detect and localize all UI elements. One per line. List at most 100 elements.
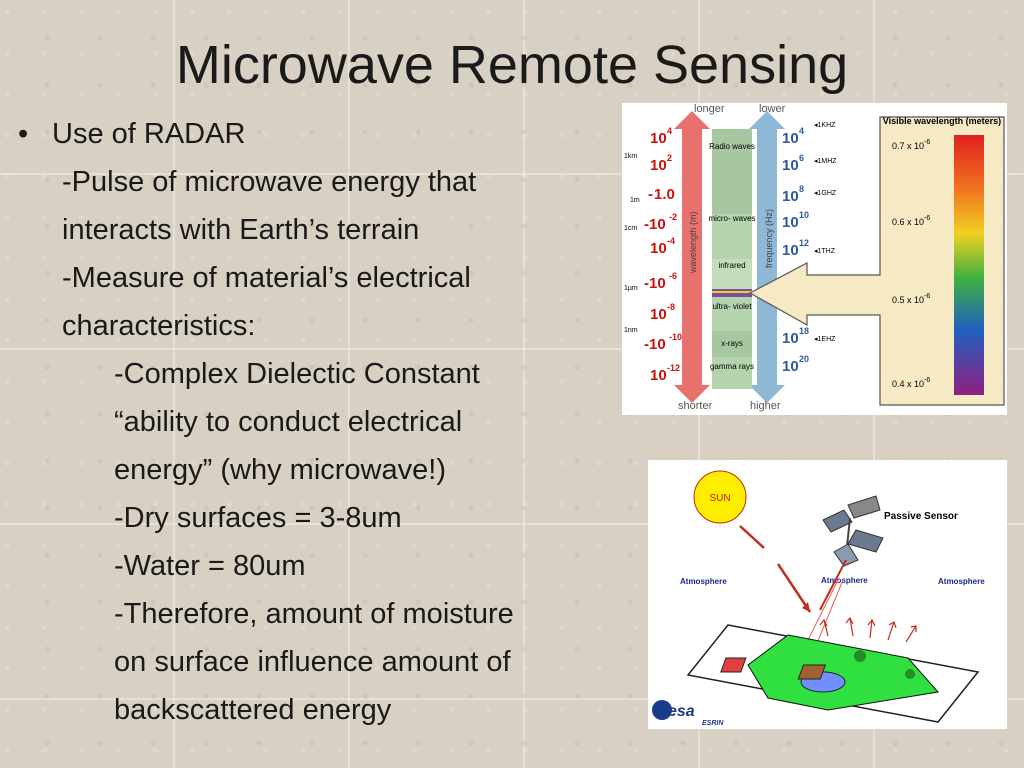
svg-text:10: 10 [650, 157, 667, 174]
bullet-dot-icon: • [18, 118, 29, 150]
reflected-ray [819, 559, 847, 611]
band-microwaves: micro- waves [708, 214, 755, 223]
atmosphere-left-label: Atmosphere [680, 577, 727, 586]
bullet-text: Use of RADAR [52, 118, 246, 150]
frequency-exp: 6 [799, 153, 804, 163]
sun-ray [739, 525, 765, 549]
wavelength-exp: 4 [667, 126, 672, 136]
frequency-arrow [749, 111, 785, 403]
frequency-exp: 4 [799, 126, 804, 136]
band-ultraviolet: ultra- violet [712, 302, 752, 311]
freq-unit-1thz: ◂1THZ [814, 248, 836, 255]
shorter-label: shorter [678, 400, 713, 412]
body-line: -Complex Dielectic Constant [114, 358, 480, 390]
sun-label: SUN [709, 493, 730, 504]
body-line: on surface influence amount of [114, 646, 511, 678]
atmosphere-right-label: Atmosphere [938, 577, 985, 586]
lower-label: lower [759, 103, 786, 115]
band-radio: Radio waves [709, 142, 755, 151]
wavelength-exp: 2 [667, 153, 672, 163]
frequency-exp: 18 [799, 326, 809, 336]
band-column [712, 129, 752, 389]
wavelength-exp: -12 [667, 363, 680, 373]
frequency-exp: 12 [799, 238, 809, 248]
wavelength-exp: -8 [667, 302, 675, 312]
body-line: characteristics: [62, 310, 256, 342]
body-line: -Pulse of microwave energy that [62, 166, 477, 198]
visible-color-bar [954, 135, 984, 395]
svg-text:10: 10 [782, 330, 799, 347]
slide-title: Microwave Remote Sensing [175, 35, 849, 95]
band-xrays: x-rays [721, 339, 743, 348]
svg-text:-: - [648, 186, 653, 203]
esa-logo-icon [652, 700, 672, 720]
atmosphere-mid-label: Atmosphere [821, 576, 868, 585]
body-line: “ability to conduct electrical [114, 406, 463, 438]
svg-text:10: 10 [650, 130, 667, 147]
body-line: -Dry surfaces = 3-8um [114, 502, 402, 534]
frequency-exp: 8 [799, 184, 804, 194]
visible-tick: 0.7 x 10-6 [892, 139, 930, 151]
visible-tick: 0.6 x 10-6 [892, 215, 930, 227]
bullet-item: • Use of RADAR [18, 110, 245, 158]
longer-label: longer [694, 103, 725, 115]
frequency-axis-label: frequency (Hz) [764, 209, 774, 268]
freq-unit-1mhz: ◂1MHZ [814, 158, 837, 165]
emission-arrows [819, 616, 917, 643]
visible-callout [748, 116, 1005, 406]
visible-tick: 0.4 x 10-6 [892, 377, 930, 389]
svg-text:10: 10 [782, 188, 799, 205]
house-icon [797, 664, 827, 680]
wavelength-axis-label: wavelength (m) [688, 211, 698, 274]
band-gamma: gamma rays [710, 362, 754, 371]
svg-text:10: 10 [782, 242, 799, 259]
visible-tick: 0.5 x 10-6 [892, 293, 930, 305]
svg-text:-10: -10 [644, 275, 666, 292]
frequency-exp: 10 [799, 210, 809, 220]
svg-text:10: 10 [782, 214, 799, 231]
wavelength-exp: -10 [669, 332, 682, 342]
svg-text:10: 10 [782, 157, 799, 174]
unit-1km: 1km [624, 153, 637, 160]
passive-sensor-label: Passive Sensor [884, 511, 958, 522]
sun-ray [776, 563, 812, 613]
body-line: -Measure of material’s electrical [62, 262, 471, 294]
svg-text:-10: -10 [644, 336, 666, 353]
spectrum-figure: longer lower wavelength (m) frequency (H… [622, 103, 1007, 415]
svg-text:10: 10 [650, 306, 667, 323]
unit-1cm: 1cm [624, 225, 637, 232]
visible-title: Visible wavelength (meters) [883, 116, 1001, 126]
higher-label: higher [750, 400, 781, 412]
wavelength-arrow [674, 111, 710, 403]
svg-text:10: 10 [650, 240, 667, 257]
unit-1nm: 1nm [624, 327, 638, 334]
svg-text:10: 10 [650, 367, 667, 384]
wavelength-exp: -6 [669, 271, 677, 281]
ground-fields [747, 634, 939, 711]
tree-icon [854, 650, 866, 662]
wavelength-exp: -2 [669, 212, 677, 222]
svg-text:-10: -10 [644, 216, 666, 233]
svg-text:10: 10 [782, 130, 799, 147]
body-line: -Water = 80um [114, 550, 306, 582]
freq-unit-1ghz: ◂1GHZ [814, 190, 837, 197]
field-red [720, 657, 747, 673]
frequency-exp: 20 [799, 354, 809, 364]
visible-ticks: 0.7 x 10-6 0.6 x 10-6 0.5 x 10-6 0.4 x 1… [892, 139, 930, 389]
wavelength-exp: -4 [667, 236, 675, 246]
body-line: energy” (why microwave!) [114, 454, 446, 486]
sun-icon [693, 470, 747, 524]
tree-icon [905, 669, 915, 679]
freq-unit-1ehz: ◂1EHZ [814, 336, 836, 343]
svg-text:10: 10 [782, 358, 799, 375]
unit-1m: 1m [630, 197, 640, 204]
esa-logo-text: esa [668, 703, 695, 720]
body-line: interacts with Earth’s terrain [62, 214, 420, 246]
freq-unit-1khz: ◂1KHZ [814, 122, 836, 129]
satellite-icon [822, 495, 884, 567]
wavelength-mantissa: 1.0 [654, 186, 675, 203]
body-line: backscattered energy [114, 694, 392, 726]
passive-sensor-figure: SUN Passive Sensor Atmosphere Atmosphere… [648, 460, 1007, 729]
unit-1um: 1µm [624, 285, 638, 292]
